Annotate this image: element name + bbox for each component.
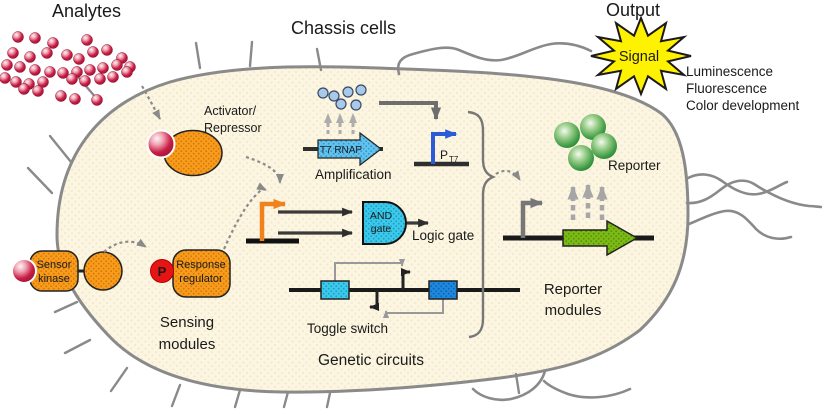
- analyte-entry-arrow-icon: [141, 85, 161, 120]
- activator-repressor-icon: [146, 129, 223, 177]
- repressor-label: Repressor: [204, 121, 262, 135]
- logic-gate-label: Logic gate: [412, 228, 474, 243]
- analytes-title: Analytes: [52, 1, 121, 21]
- sensor-kinase-label-2: kinase: [38, 273, 70, 285]
- t7-rnap-label: T7 RNAP: [320, 145, 363, 156]
- toggle-switch-icon: [289, 258, 520, 319]
- activator-label: Activator/: [204, 104, 257, 118]
- toggle-switch-label: Toggle switch: [307, 321, 388, 336]
- analyte-dots-icon: [0, 31, 136, 106]
- response-regulator-label-2: regulator: [179, 273, 223, 285]
- activator-to-promoter-arrow-icon: [245, 155, 284, 184]
- response-regulator-icon: [150, 249, 231, 298]
- and-gate-icon: [278, 201, 430, 245]
- sensing-modules-label-2: modules: [159, 336, 216, 353]
- rnap-to-pt7-arrow-icon: [379, 101, 442, 121]
- output-mode-fluorescence: Fluorescence: [686, 81, 767, 96]
- chassis-cells-title: Chassis cells: [291, 18, 396, 38]
- flagella-icon: [396, 42, 822, 402]
- reporter-label: Reporter: [608, 158, 661, 173]
- rnap-molecules-icon: [317, 84, 367, 111]
- reporter-modules-label-2: modules: [545, 302, 602, 319]
- t7-rnap-gene-icon: [303, 131, 383, 167]
- pt7-promoter-icon: [414, 129, 469, 167]
- output-title: Output: [606, 0, 660, 20]
- pt7-sub-label: T7: [449, 155, 459, 164]
- regulator-to-promoter-arrow-icon: [222, 182, 267, 250]
- sensor-kinase-label-1: Sensor: [37, 259, 72, 271]
- signal-label: Signal: [619, 49, 659, 65]
- output-mode-luminescence: Luminescence: [686, 64, 773, 79]
- genetic-circuits-label: Genetic circuits: [318, 352, 424, 369]
- t7-expression-arrows-icon: [324, 113, 357, 134]
- phosphate-label: P: [158, 264, 167, 279]
- brace-to-reporter-arrow-icon: [495, 169, 521, 181]
- output-mode-color: Color development: [686, 98, 800, 113]
- reporter-gene-icon: [503, 197, 654, 257]
- sensing-promoter-icon: [246, 198, 299, 244]
- signal-starburst-icon: [590, 15, 692, 97]
- sensing-modules-label-1: Sensing: [160, 314, 214, 331]
- reporter-proteins-icon: [554, 114, 617, 171]
- amplification-label: Amplification: [315, 167, 392, 182]
- pili-spikes-icon: [26, 40, 521, 409]
- and-gate-label-2: gate: [371, 223, 392, 235]
- circuits-brace-icon: [467, 110, 497, 339]
- reporter-expression-arrows-icon: [567, 183, 608, 220]
- pt7-label: P: [440, 148, 448, 162]
- sensor-kinase-icon: [11, 250, 123, 292]
- and-gate-label-1: AND: [370, 210, 393, 222]
- reporter-modules-label-1: Reporter: [544, 281, 602, 298]
- response-regulator-label-1: Response: [176, 259, 226, 271]
